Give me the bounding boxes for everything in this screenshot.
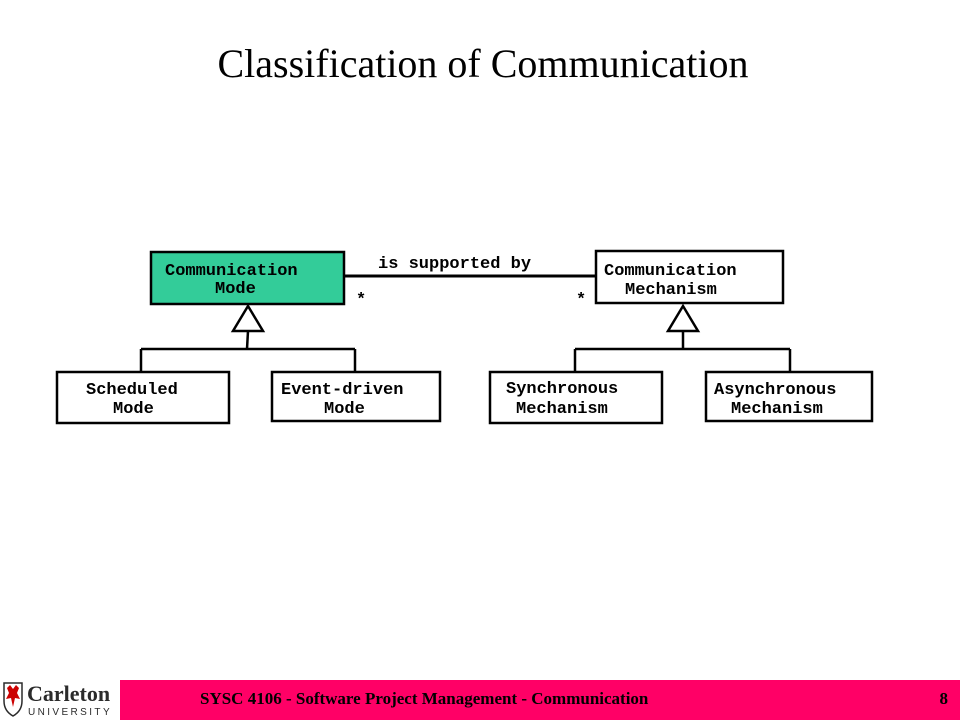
carleton-logo: Carleton UNIVERSITY [0,677,120,720]
event-driven-mode-class: Event-driven Mode [270,370,442,423]
synchronous-mechanism-box [488,370,664,425]
communication-mechanism-line1: Communication [604,262,737,281]
synchronous-mechanism-line2: Mechanism [516,400,608,419]
logo-subword: UNIVERSITY [28,707,112,718]
asynchronous-mechanism-line2: Mechanism [731,400,823,419]
left-generalization-stem [245,330,250,350]
footer-course-title: SYSC 4106 - Software Project Management … [200,689,649,708]
communication-mechanism-class: Communication Mechanism [594,249,785,305]
synchronous-mechanism-line1: Synchronous [506,380,618,399]
slide-title: Classification of Communication [217,41,749,86]
scheduled-mode-box [55,370,231,425]
event-driven-mode-box [270,370,442,423]
scheduled-mode-line1: Scheduled [86,381,178,400]
association-label: is supported by [378,255,531,274]
right-multiplicity: * [576,291,586,310]
scheduled-mode-class: Scheduled Mode [55,370,231,425]
right-generalization-triangle [665,303,701,333]
asynchronous-mechanism-box [704,370,874,423]
event-driven-mode-line1: Event-driven [281,381,403,400]
left-generalization-triangle [230,303,266,333]
synchronous-mechanism-class: Synchronous Mechanism [488,370,664,425]
communication-mode-line2: Mode [215,280,256,299]
communication-mode-line1: Communication [165,262,298,281]
carleton-shield-icon [3,682,23,717]
communication-mode-class: Communication Mode [149,250,346,306]
scheduled-mode-line2: Mode [113,400,154,419]
left-multiplicity: * [356,291,366,310]
communication-mode-box [149,250,346,306]
class-diagram: is supported by * * Communication Mode C… [55,249,874,425]
event-driven-mode-line2: Mode [324,400,365,419]
logo-word: Carleton [27,681,110,706]
asynchronous-mechanism-line1: Asynchronous [714,381,836,400]
footer-bar: SYSC 4106 - Software Project Management … [120,680,960,720]
asynchronous-mechanism-class: Asynchronous Mechanism [704,370,874,423]
communication-mechanism-line2: Mechanism [625,281,717,300]
page-number: 8 [939,689,949,708]
communication-mechanism-box [594,249,785,305]
